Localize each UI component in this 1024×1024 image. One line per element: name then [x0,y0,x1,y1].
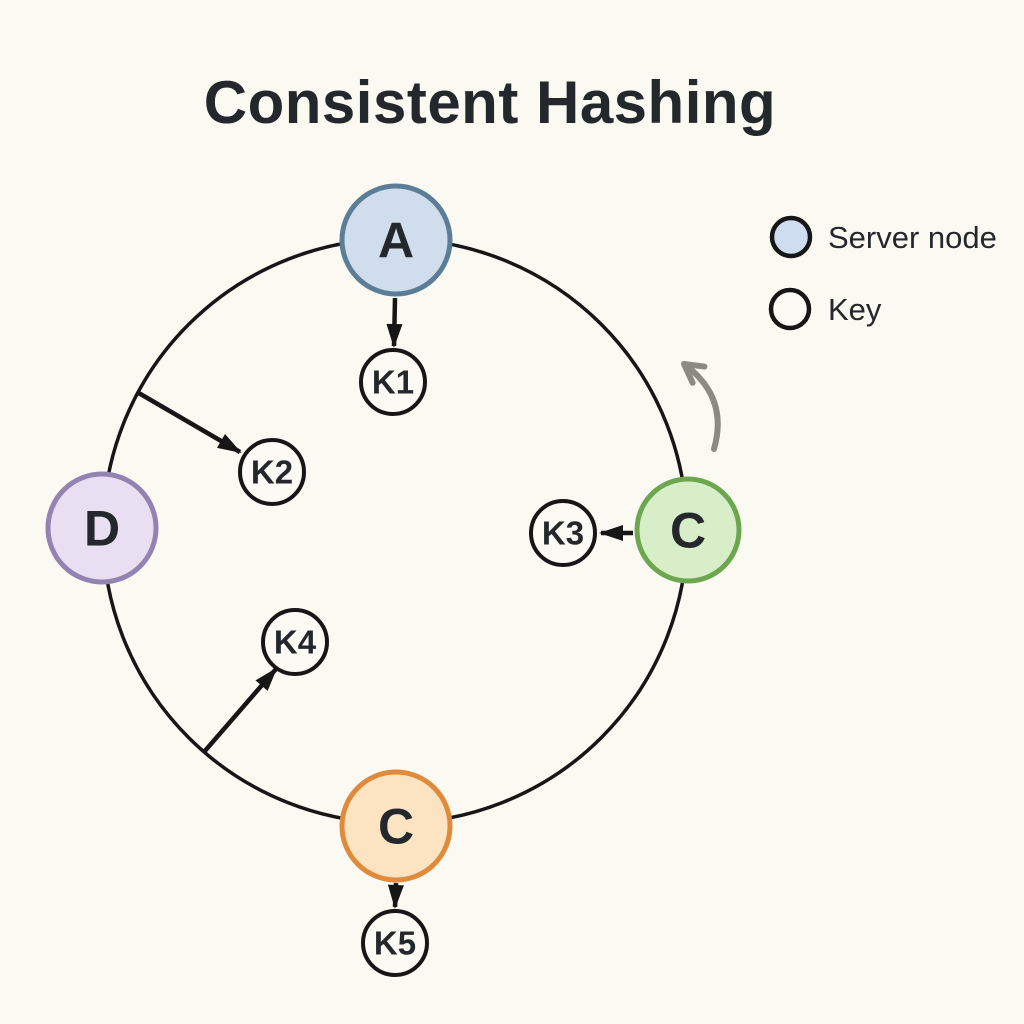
key-k1-label: K1 [372,364,414,401]
arrow-node-c-bottom-to-key-k5 [387,882,404,909]
server-node-c-right: C [634,476,742,584]
key-k5: K5 [361,909,429,977]
server-node-c-right-circle [634,476,742,584]
key-k3-label: K3 [542,515,584,552]
server-node-a: A [339,183,453,297]
legend-key-icon [768,287,812,331]
key-k1-circle [359,348,427,416]
server-node-d: D [45,471,159,585]
key-k2: K2 [238,438,306,506]
legend-item-key: Key [768,287,882,331]
legend-key-label: Key [828,292,882,327]
server-node-c-right-label: C [670,503,706,559]
arrow-node-a-to-key-k1 [386,297,403,348]
legend-item-server-node: Server node [769,215,997,259]
server-node-a-label: A [378,213,414,269]
server-node-c-bottom: C [339,769,453,883]
server-node-c-bottom-label: C [378,799,414,855]
legend: Server node Key [768,215,997,331]
key-k2-label: K2 [251,454,293,491]
page-title: Consistent Hashing [204,69,776,136]
arrow-ring-to-key-k4 [202,667,278,754]
key-k1: K1 [359,348,427,416]
server-node-d-circle [45,471,159,585]
key-k2-circle [238,438,306,506]
rotation-direction-arrow [681,361,721,452]
key-k3: K3 [529,499,597,567]
key-k4-label: K4 [274,624,317,661]
legend-server-node-label: Server node [828,220,997,255]
key-k3-circle [529,499,597,567]
server-node-d-label: D [84,501,120,557]
legend-server-node-icon [769,215,813,259]
assignment-arrows [135,297,633,909]
arrow-ring-to-key-k2 [135,390,242,454]
key-k4: K4 [261,608,329,676]
key-k4-circle [261,608,329,676]
server-node-c-bottom-circle [339,769,453,883]
key-k5-circle [361,909,429,977]
key-k5-label: K5 [374,925,416,962]
server-node-a-circle [339,183,453,297]
